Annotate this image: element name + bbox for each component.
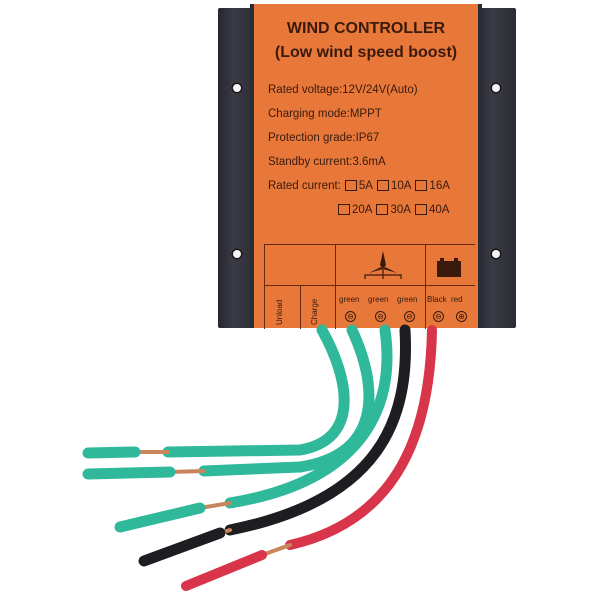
- wire-label: red: [451, 295, 463, 304]
- product-title: WIND CONTROLLER: [286, 20, 446, 37]
- checkbox-icon: [376, 204, 389, 216]
- rated-current-label: Rated current:: [268, 180, 341, 192]
- checkbox-icon: [415, 180, 428, 192]
- option-16a: 16A: [429, 180, 450, 192]
- terminal-minus-icon: ⊖: [404, 311, 415, 322]
- terminal-minus-icon: ⊖: [375, 311, 386, 322]
- mounting-hole: [231, 82, 243, 94]
- mounting-hole: [490, 248, 502, 260]
- wiring-diagram: Unload Charge green green green Black re…: [264, 244, 475, 329]
- mounting-hole: [490, 82, 502, 94]
- spec-rated-voltage: Rated voltage:12V/24V(Auto): [268, 84, 418, 96]
- checkbox-icon: [344, 180, 357, 192]
- option-5a: 5A: [358, 180, 373, 192]
- wire-label: green: [368, 295, 389, 304]
- wind-turbine-icon: [364, 251, 402, 279]
- battery-icon: [437, 258, 461, 277]
- spec-rated-current-row2: 20A 30A 40A: [334, 204, 449, 216]
- wire-label: green: [339, 295, 360, 304]
- checkbox-icon: [338, 204, 350, 216]
- option-40a: 40A: [428, 204, 450, 216]
- terminal-minus-icon: ⊖: [345, 311, 356, 322]
- spec-protection-grade: Protection grade:IP67: [268, 132, 380, 144]
- mounting-hole: [231, 248, 243, 260]
- wire-label: green: [397, 295, 418, 304]
- terminal-plus-icon: ⊕: [456, 311, 467, 322]
- terminal-minus-icon: ⊖: [433, 311, 444, 322]
- mounting-bracket-right: [476, 8, 516, 328]
- checkbox-icon: [414, 204, 427, 216]
- spec-rated-current: Rated current: 5A 10A 16A: [268, 180, 450, 192]
- option-10a: 10A: [390, 180, 412, 192]
- product-subtitle: (Low wind speed boost): [274, 44, 458, 61]
- option-30a: 30A: [390, 204, 411, 216]
- checkbox-icon: [376, 180, 389, 192]
- option-20a: 20A: [352, 204, 373, 216]
- wire-label: Black: [427, 295, 447, 304]
- controller-case: WIND CONTROLLER (Low wind speed boost) R…: [250, 4, 482, 329]
- spec-charging-mode: Charging mode:MPPT: [268, 108, 382, 120]
- spec-standby-current: Standby current:3.6mA: [268, 156, 386, 168]
